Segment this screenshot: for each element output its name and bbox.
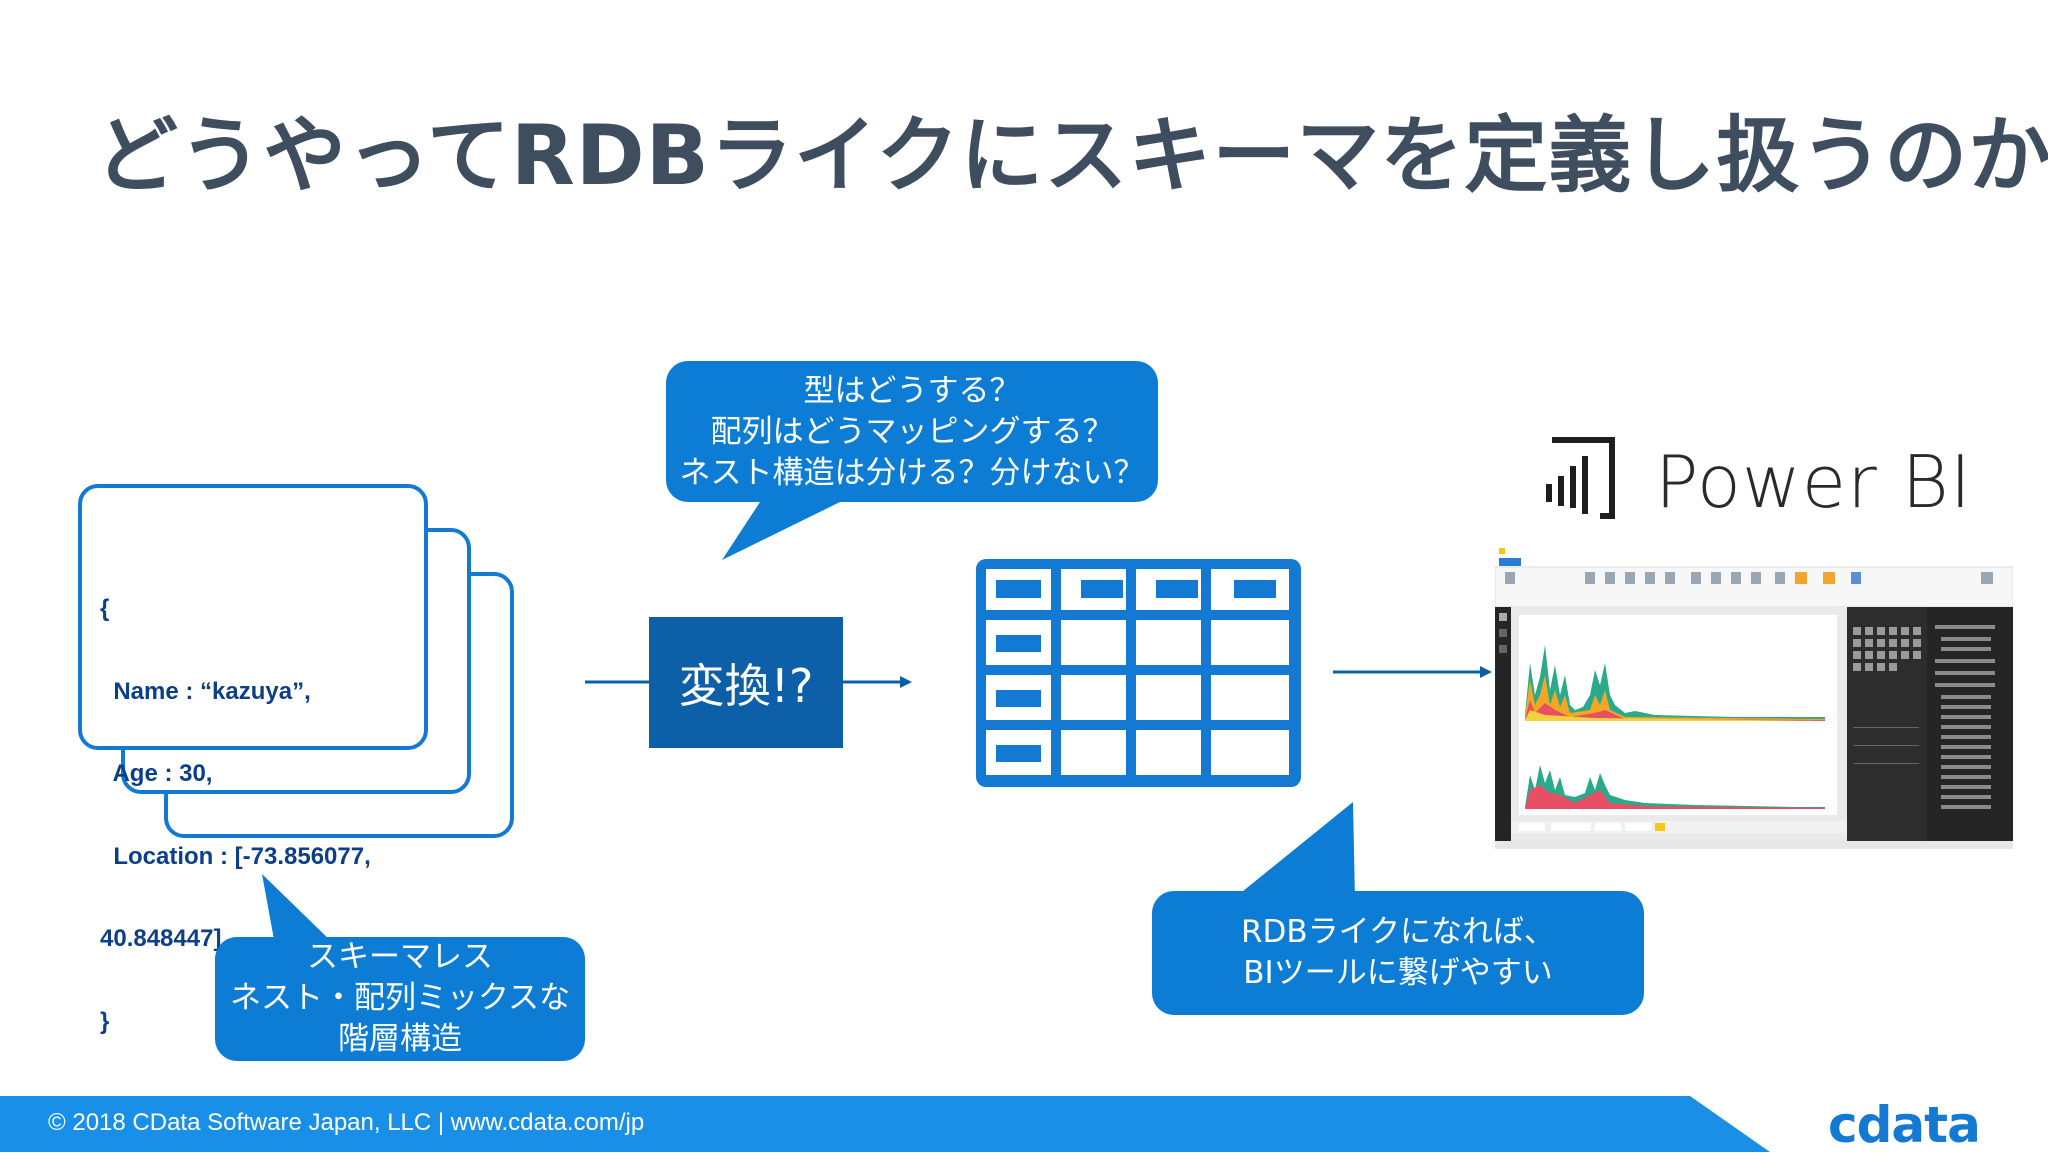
convert-box: 変換!? [649, 617, 843, 748]
bubble-left-tail [262, 874, 335, 945]
json-line: Name : “kazuya”, [100, 677, 311, 705]
power-bi-screenshot [1495, 545, 2013, 849]
bubble-right-tail [1232, 802, 1355, 900]
bubble-right-line: BIツールに繋げやすい [1243, 955, 1553, 991]
bubble-left-line: ネスト・配列ミックスな [229, 980, 571, 1016]
slide-title: どうやってRDBライクにスキーマを定義し扱うのか？ [95, 107, 2048, 204]
bubble-top-line: 配列はどうマッピングする？ [710, 414, 1114, 450]
arrowhead-2 [900, 676, 912, 688]
document-card-front: { Name : “kazuya”, Age : 30, Location : … [78, 484, 428, 1035]
bubble-left-line: 階層構造 [338, 1021, 462, 1057]
json-line: Age : 30, [100, 760, 213, 787]
bubble-right: RDBライクになれば、 BIツールに繋げやすい [1152, 891, 1644, 1015]
footer-bar [0, 1096, 1770, 1152]
json-document-stack-icon: { Name : “kazuya”, Age : 30, Location : … [78, 484, 528, 1035]
bubble-right-line: RDBライクになれば、 [1240, 914, 1556, 950]
bubble-top-line: ネスト構造は分ける？分けない？ [679, 455, 1145, 491]
json-line: } [100, 1007, 110, 1035]
power-bi-logo-icon [1546, 437, 1615, 519]
power-bi-label: Power BI [1655, 440, 1972, 524]
footer-copyright: © 2018 CData Software Japan, LLC | www.c… [48, 1109, 645, 1136]
table-grid-icon [976, 559, 1301, 787]
json-line: Location : [-73.856077, [100, 842, 371, 870]
bubble-left: スキーマレス ネスト・配列ミックスな 階層構造 [215, 937, 585, 1061]
arrowhead-3 [1480, 666, 1492, 678]
json-sample-text: { Name : “kazuya”, Age : 30, Location : … [100, 540, 371, 1090]
bubble-top-line: 型はどうする？ [803, 373, 1021, 409]
bubble-top-tail [722, 502, 840, 560]
bubble-top: 型はどうする？ 配列はどうマッピングする？ ネスト構造は分ける？分けない？ [666, 361, 1158, 502]
bubble-left-line: スキーマレス [307, 939, 493, 975]
json-line: { [100, 595, 110, 622]
cdata-logo: cdata [1828, 1096, 1981, 1154]
json-line: 40.848447] [100, 925, 222, 952]
